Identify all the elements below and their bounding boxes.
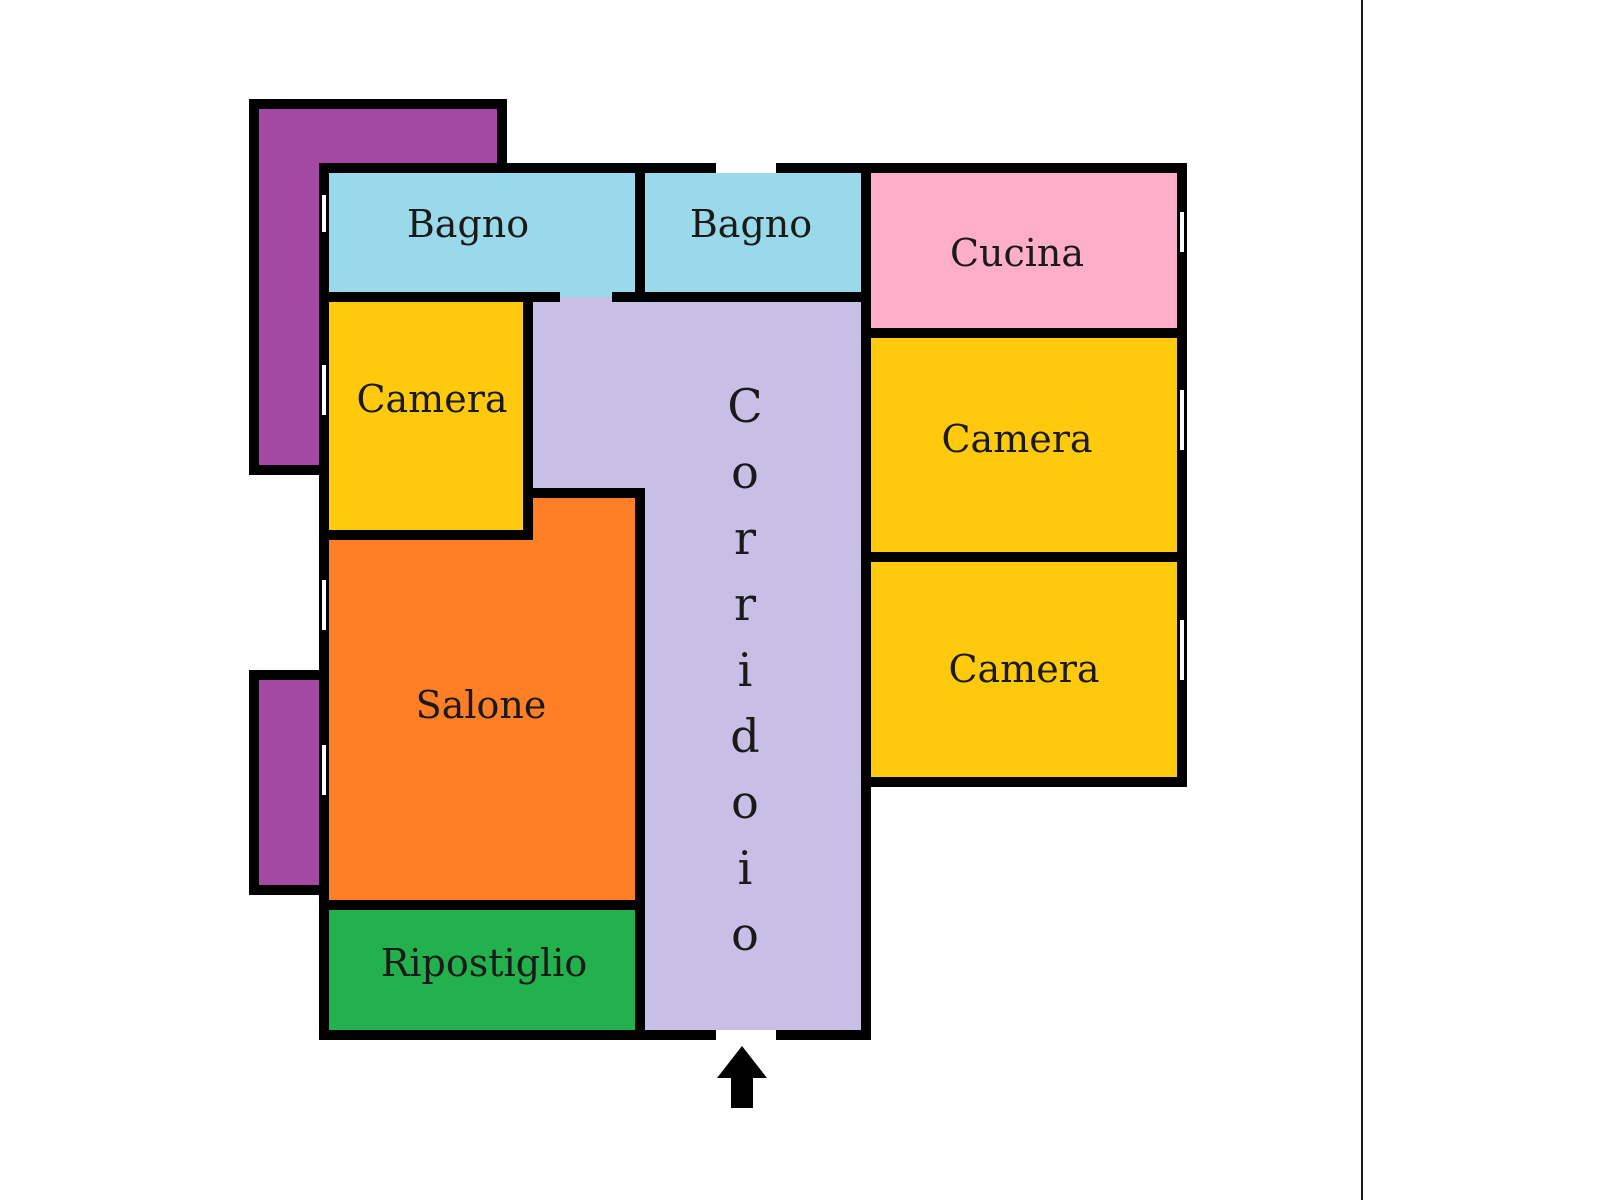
label-cucina: Cucina [950, 231, 1084, 275]
corridoio-letter: o [731, 775, 759, 829]
room-cucina[interactable] [866, 173, 1182, 333]
entrance-arrow-shape [717, 1046, 767, 1108]
room-camera-3[interactable] [866, 557, 1182, 782]
label-bagno-2: Bagno [690, 202, 812, 246]
label-ripostiglio: Ripostiglio [381, 941, 587, 985]
corridoio-letter: C [727, 379, 762, 433]
room-bagno-1[interactable] [324, 173, 640, 297]
corridoio-letter: r [734, 577, 756, 631]
page-divider-line [1361, 0, 1363, 1200]
room-salone[interactable] [324, 493, 640, 905]
room-camera-2[interactable] [866, 333, 1182, 557]
walls [319, 163, 1187, 1040]
label-bagno-1: Bagno [407, 202, 529, 246]
label-camera-3: Camera [948, 647, 1099, 691]
label-camera-1: Camera [356, 377, 507, 421]
corridoio-letter: i [738, 841, 753, 895]
room-camera-1[interactable] [324, 297, 528, 535]
arrow-up-icon [717, 1046, 767, 1108]
label-salone: Salone [416, 683, 547, 727]
corridoio-letter: r [734, 511, 756, 565]
label-camera-2: Camera [941, 417, 1092, 461]
room-bagno-2[interactable] [640, 173, 866, 297]
openings [322, 195, 1184, 795]
room-corridoio[interactable] [528, 297, 866, 1030]
corridoio-letter: o [731, 907, 759, 961]
corridoio-letter: o [731, 445, 759, 499]
corridoio-letter: d [730, 709, 759, 763]
room-ripostiglio[interactable] [324, 905, 640, 1030]
corridoio-letter: i [738, 643, 753, 697]
